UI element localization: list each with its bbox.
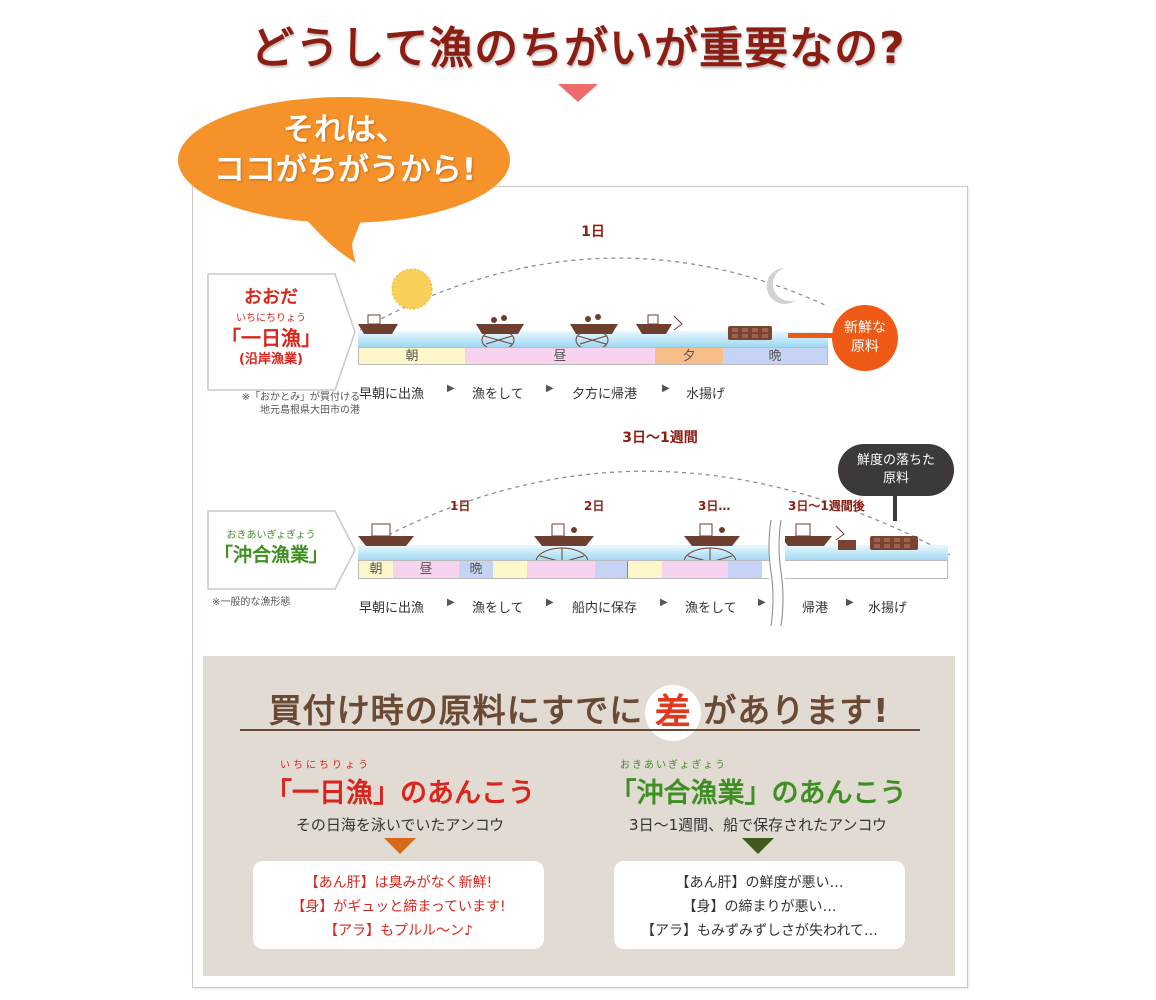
step-arrow-icon: ▶ (546, 597, 554, 608)
segment-morning: 朝 (359, 561, 393, 578)
segment-daytime-2 (527, 561, 595, 578)
top-boats (358, 314, 772, 351)
segment-morning-3 (628, 561, 662, 578)
step-3: 夕方に帰港 (572, 387, 638, 402)
result-fresh-badge: 新鮮な 原料 (832, 305, 898, 371)
note-okiai: ※一般的な漁形態 (212, 597, 291, 608)
bottom-time-bar: 朝 昼 晩 (358, 560, 948, 579)
step-4: 水揚げ (686, 387, 726, 402)
bottom-arc (359, 470, 951, 556)
label-box-ichinichi (207, 273, 356, 391)
segment-night-2 (595, 561, 628, 578)
sun-icon (391, 268, 433, 310)
step-arrow-icon: ▶ (447, 383, 455, 394)
moon-icon (476, 484, 500, 518)
label-okiai: おきあいぎょぎょう 「沖合漁業」 (213, 530, 328, 566)
step-1: 早朝に出漁 (359, 387, 425, 402)
title-underline (240, 729, 920, 731)
result-stale-badge: 鮮度の落ちた 原料 (838, 444, 954, 496)
step-1: 早朝に出漁 (359, 601, 425, 616)
left-result-box: 【あん肝】は臭みがなく新鮮! 【身】がギュッと締まっています! 【アラ】もプルル… (253, 861, 544, 949)
segment-night-3 (728, 561, 762, 578)
step-arrow-icon: ▶ (758, 597, 766, 608)
step-5: 帰港 (802, 601, 829, 616)
top-arc (359, 257, 826, 331)
bottom-span-label: 3日～1週間 (606, 427, 714, 447)
segment-daytime: 昼 (393, 561, 459, 578)
segment-morning: 朝 (359, 348, 465, 364)
day-label-3: 3日… (698, 499, 731, 513)
step-2: 漁をして (472, 387, 524, 402)
step-arrow-icon: ▶ (846, 597, 854, 608)
step-arrow-icon: ▶ (662, 383, 670, 394)
right-column: おきあいぎょぎょう 「沖合漁業」のあんこう 3日～1週間、船で保存されたアンコウ (598, 756, 918, 835)
bubble-text: それは、 ココがちがうから! (213, 112, 477, 188)
label-ichinichi: おおだ いちにちりょう 「一日漁」 (沿岸漁業) (221, 287, 321, 367)
segment-night: 晩 (723, 348, 827, 364)
stale-connector (893, 495, 897, 521)
step-3: 船内に保存 (572, 601, 638, 616)
left-column-title: 「一日漁」のあんこう (265, 778, 535, 809)
segment-evening: 夕 (655, 348, 723, 364)
left-column: いちにちりょう 「一日漁」のあんこう その日海を泳いでいたアンコウ (240, 756, 560, 835)
down-arrow-icon (558, 84, 598, 102)
down-arrow-icon (384, 838, 416, 854)
speech-bubble (178, 97, 510, 263)
label-box-okiai (207, 510, 356, 590)
step-arrow-icon: ▶ (660, 597, 668, 608)
top-water (358, 331, 828, 347)
segment-daytime-3 (662, 561, 728, 578)
difference-mark: 差 (645, 684, 702, 741)
top-connector (788, 333, 834, 338)
time-break-mark (768, 520, 785, 626)
moon-icon (608, 484, 632, 518)
top-time-bar: 朝 昼 夕 晩 (358, 347, 828, 365)
down-arrow-icon (742, 838, 774, 854)
day-label-1: 1日 (450, 499, 471, 513)
day-label-4: 3日～1週間後 (788, 499, 865, 513)
bottom-boats (358, 523, 918, 577)
note-ichinichi: ※「おかとみ」が買付ける 地元島根県大田市の港 (241, 392, 360, 416)
step-6: 水揚げ (868, 601, 908, 616)
step-4: 漁をして (685, 601, 737, 616)
moon-icon (766, 268, 796, 304)
step-arrow-icon: ▶ (546, 383, 554, 394)
segment-morning-2 (493, 561, 527, 578)
step-2: 漁をして (472, 601, 524, 616)
comparison-title: 買付け時の原料にすでに差があります! (203, 684, 955, 741)
top-span-label: 1日 (570, 221, 616, 241)
page-title: どうして漁のちがいが重要なの? (250, 23, 906, 74)
bottom-water (358, 545, 948, 561)
segment-daytime: 昼 (465, 348, 655, 364)
segment-night: 晩 (459, 561, 493, 578)
step-arrow-icon: ▶ (447, 597, 455, 608)
moon-icon (740, 484, 764, 518)
day-label-2: 2日 (584, 499, 605, 513)
right-column-title: 「沖合漁業」のあんこう (609, 778, 907, 809)
right-result-box: 【あん肝】の鮮度が悪い… 【身】の締まりが悪い… 【アラ】もみずみずしさが失われ… (614, 861, 905, 949)
